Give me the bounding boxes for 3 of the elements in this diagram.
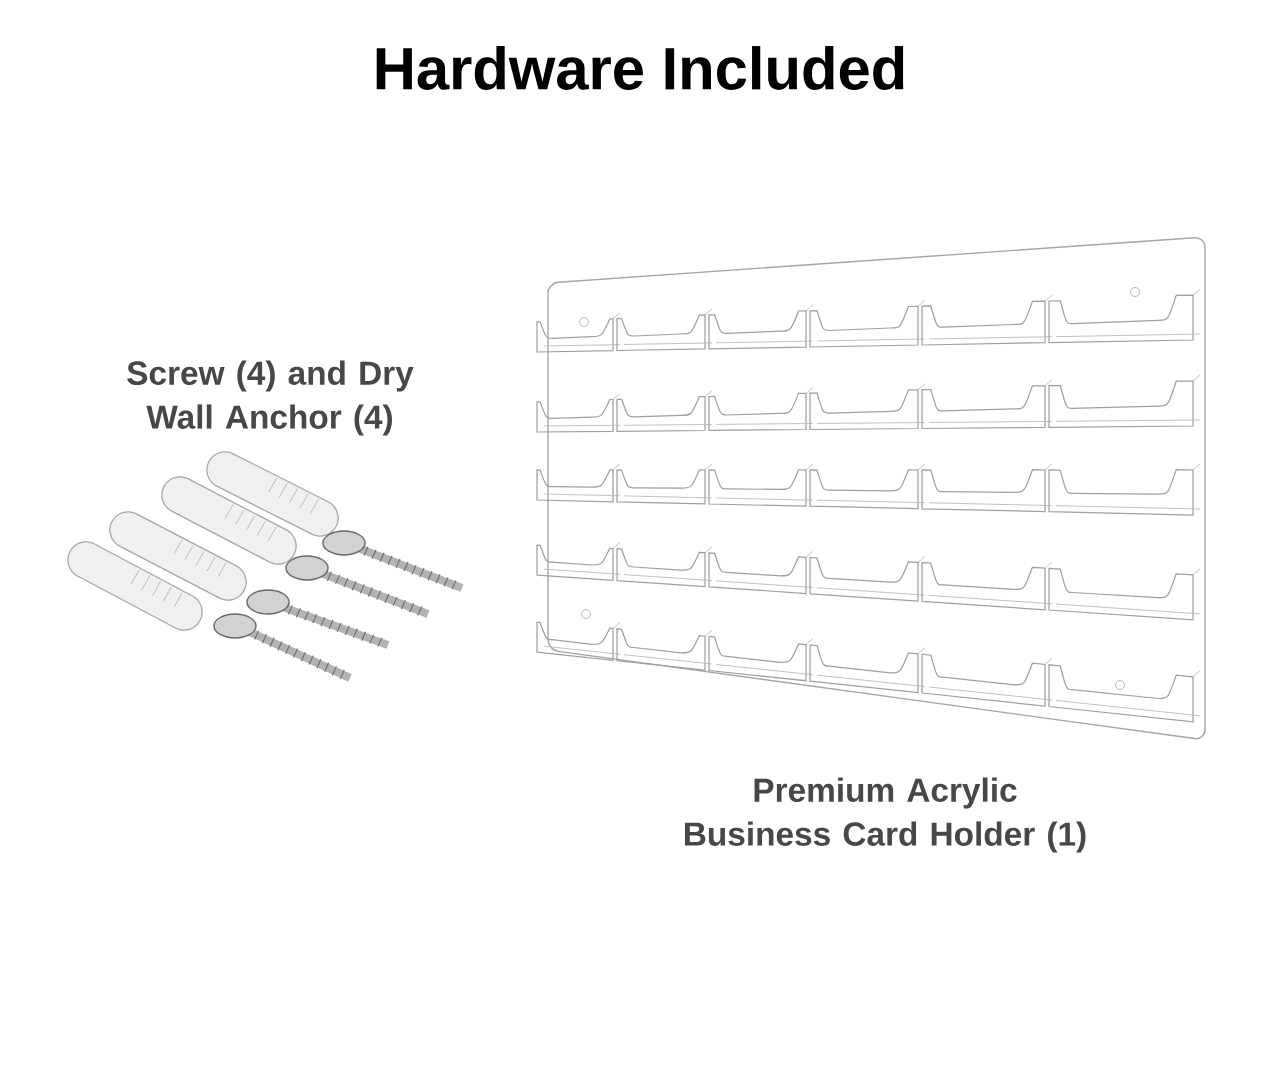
caption-label: Premium Acrylic Business Card Holder (1)	[685, 777, 1086, 853]
title: Hardware Included	[376, 46, 904, 90]
caption-label: Screw (4) and Dry Wall Anchor (4)	[127, 360, 414, 436]
